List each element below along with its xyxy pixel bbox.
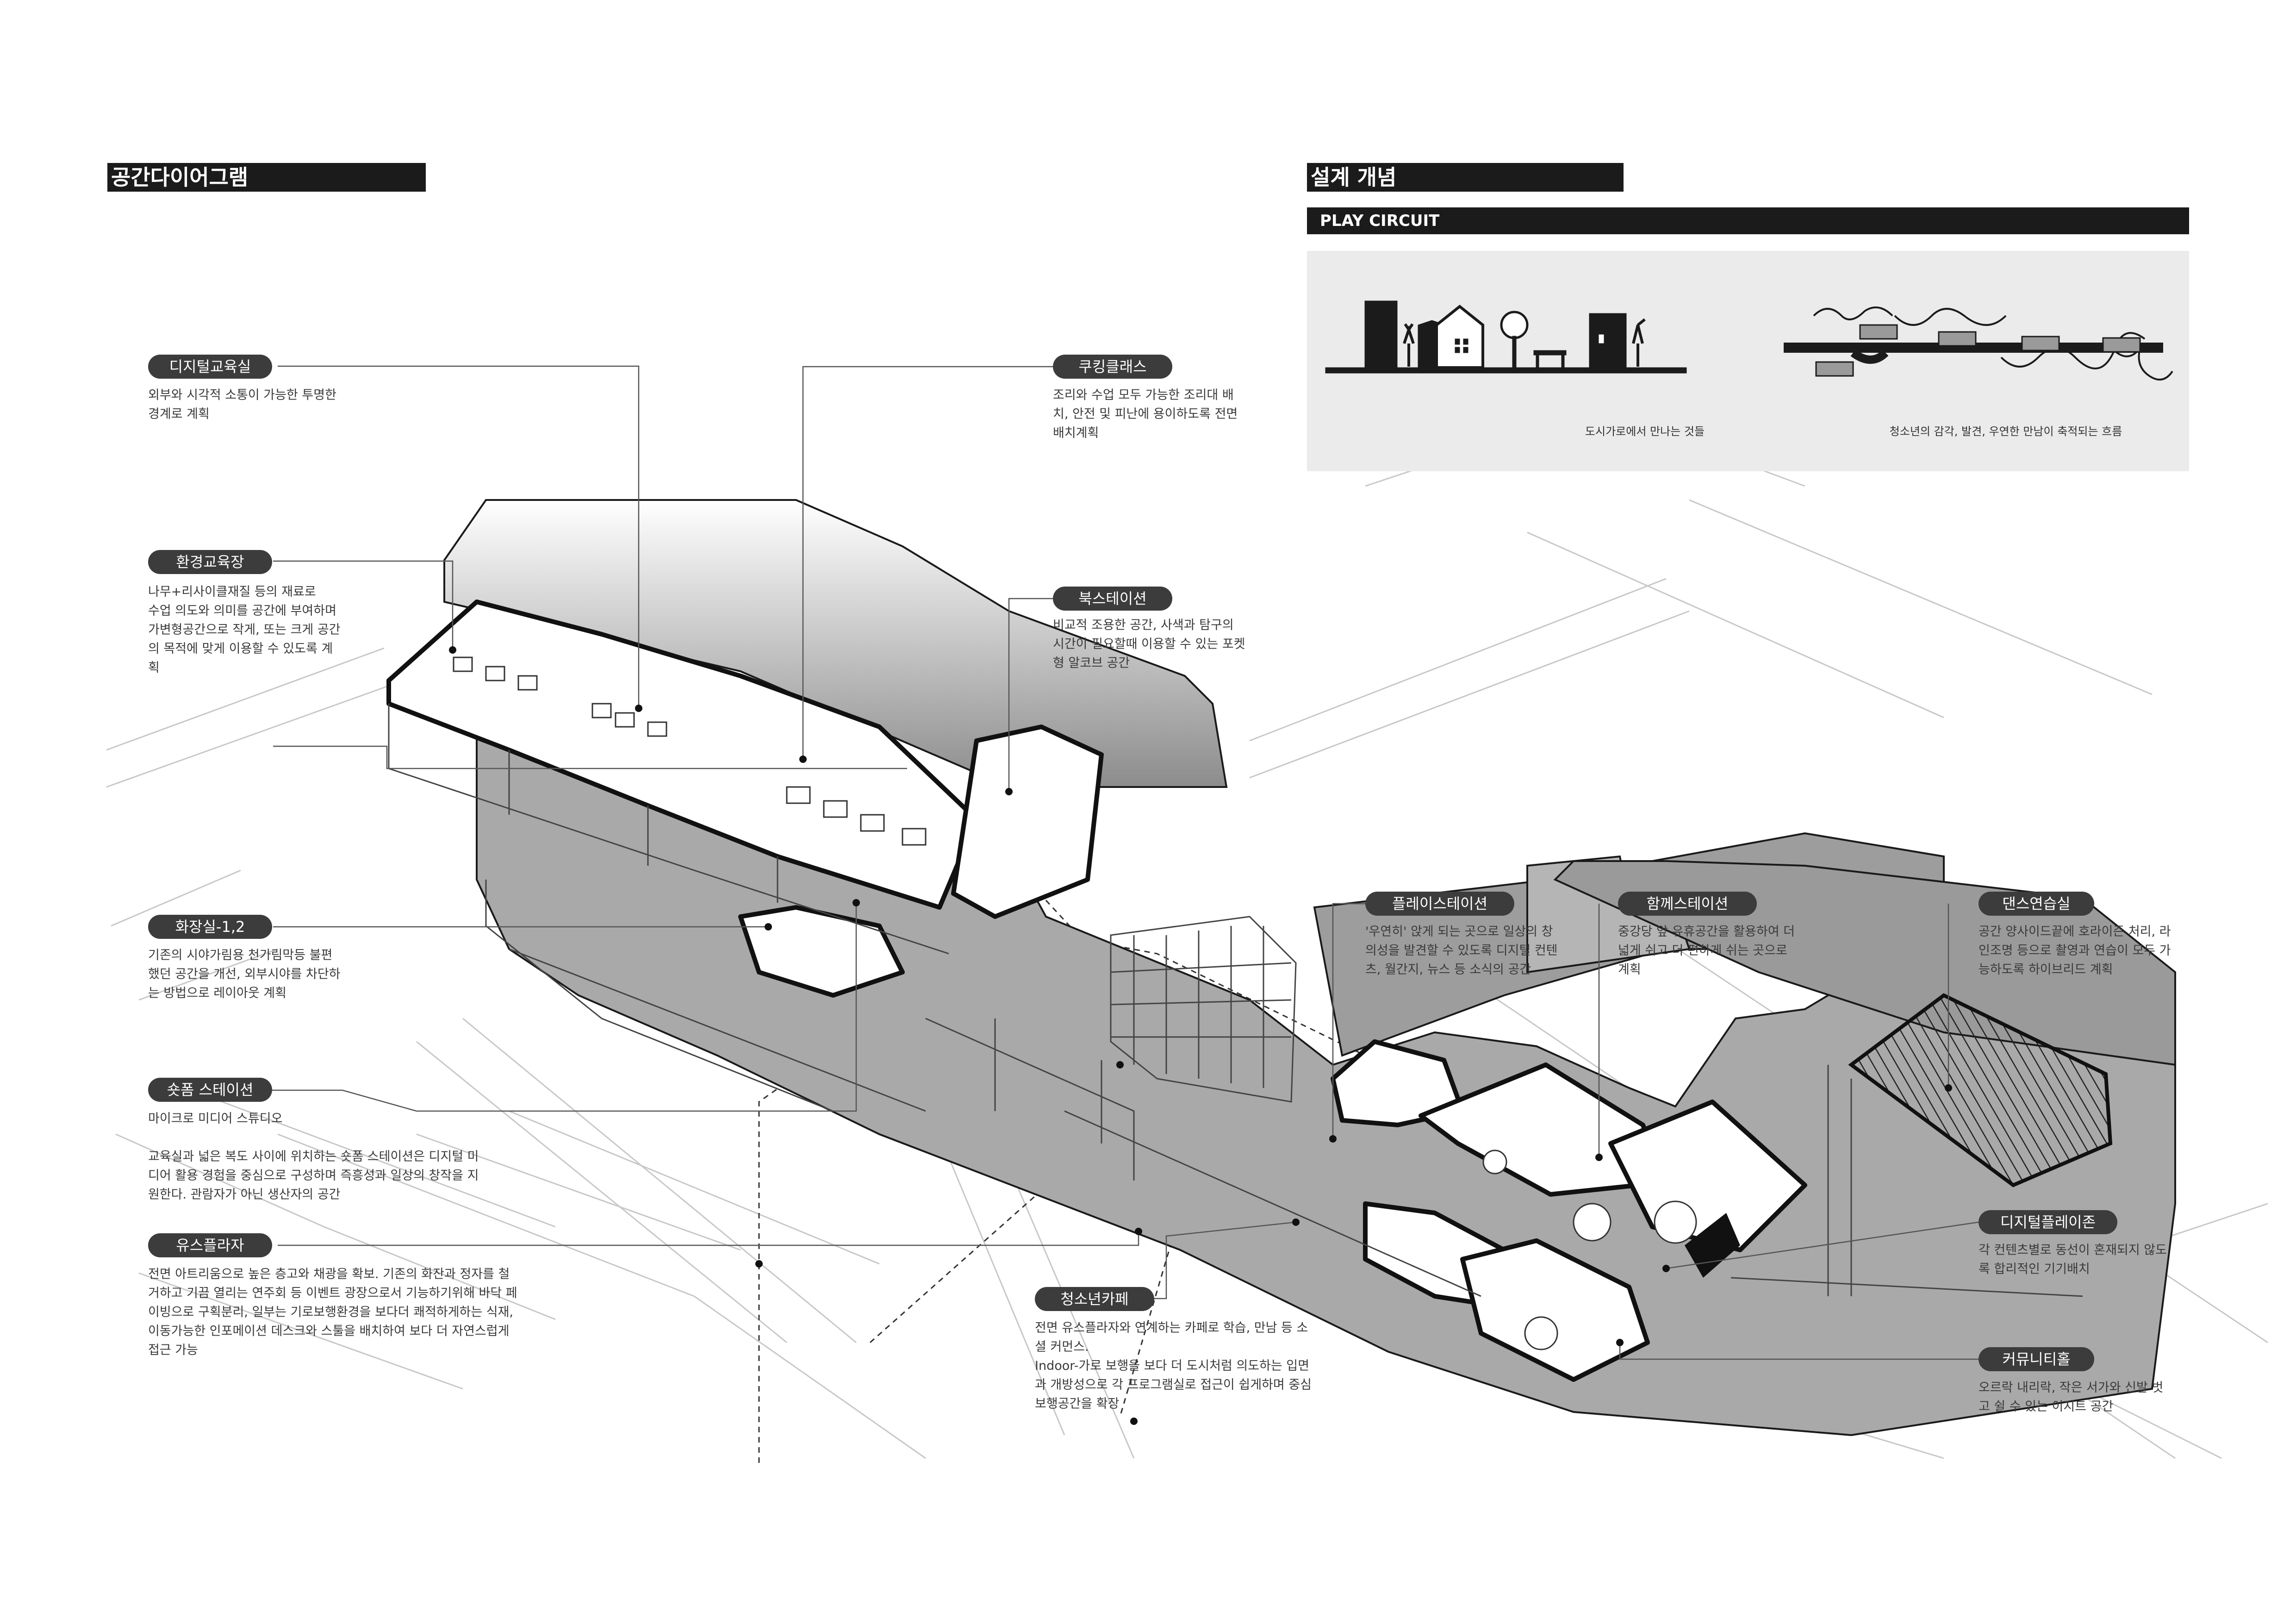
- concept-panel: 도시가로에서 만나는 것들 청소년의 감각, 발견, 우연한 만남이 축적되는 …: [1307, 251, 2189, 471]
- building-thin-lines: [388, 704, 2083, 1297]
- play-circuit-illustration: [1784, 306, 2173, 381]
- label-dance-studio-title: 댄스연습실: [1979, 892, 2094, 916]
- label-restroom-title: 화장실-1,2: [148, 915, 272, 939]
- marker-dots: [449, 646, 1952, 1425]
- label-play-station-desc: '우연히' 앉게 되는 곳으로 일상의 창 의성을 발견할 수 있도록 디지털 …: [1365, 924, 1558, 977]
- label-digital-classroom-desc: 외부와 시각적 소통이 가능한 투명한 경계로 계획: [148, 388, 336, 421]
- label-environment-classroom-desc: 나무+리사이클재질 등의 재료로 수업 의도와 의미를 공간에 부여하며 가변형…: [148, 585, 341, 675]
- label-play-station-title: 플레이스테이션: [1365, 892, 1514, 916]
- label-shortform-station-title: 숏폼 스테이션: [148, 1078, 272, 1102]
- play-circuit-header: PLAY CIRCUIT: [1307, 207, 2189, 234]
- label-youth-cafe-title: 청소년카페: [1035, 1287, 1154, 1311]
- label-community-hall-desc: 오르락 내리락, 작은 서가와 신발 벗 고 쉴 수 있는 이지트 공간: [1979, 1380, 2164, 1414]
- interior-furniture: [453, 656, 1697, 1350]
- label-youth-cafe-desc: 전면 유스플라자와 연계하는 카페로 학습, 만남 등 소 셜 커먼스. Ind…: [1035, 1321, 1312, 1411]
- label-shortform-station-desc: 마이크로 미디어 스튜디오 교육실과 넓은 복도 사이에 위치하는 숏폼 스테이…: [148, 1112, 479, 1202]
- left-section-header: 공간다이어그램: [107, 163, 426, 192]
- label-cooking-class-desc: 조리와 수업 모두 가능한 조리대 배 치, 안전 및 피난에 용이하도록 전면…: [1053, 388, 1238, 440]
- label-digital-play-zone-desc: 각 컨텐츠별로 동선이 혼재되지 않도 록 합리적인 기기배치: [1979, 1243, 2167, 1276]
- label-cooking-class-title: 쿠킹클래스: [1053, 355, 1172, 379]
- label-youth-plaza-title: 유스플라자: [148, 1233, 272, 1257]
- right-section-header: 설계 개념: [1307, 163, 1624, 192]
- label-book-station-title: 북스테이션: [1053, 587, 1172, 611]
- label-digital-classroom-title: 디지털교육실: [148, 355, 272, 379]
- concept-caption-right: 청소년의 감각, 발견, 우연한 만남이 축적되는 흐름: [1889, 425, 2122, 438]
- label-book-station-desc: 비교적 조용한 공간, 사색과 탐구의 시간이 필요할때 이용할 수 있는 포켓…: [1053, 618, 1245, 670]
- label-community-hall-title: 커뮤니티홀: [1979, 1347, 2094, 1371]
- dark-accent-block: [1685, 1213, 1740, 1278]
- label-environment-classroom-title: 환경교육장: [148, 550, 272, 574]
- dance-room-louvers: [1848, 993, 2113, 1187]
- label-together-station-desc: 중강당 앞 유휴공간을 활용하여 더 넓게 쉬고 더 편하게 쉬는 곳으로 계획: [1618, 924, 1795, 977]
- concept-caption-left: 도시가로에서 만나는 것들: [1585, 425, 1705, 438]
- label-digital-play-zone-title: 디지털플레이존: [1979, 1210, 2117, 1234]
- street-elements-illustration: [1325, 300, 1687, 374]
- leader-lines: [250, 365, 1979, 1360]
- label-restroom-desc: 기존의 시야가림용 천가림막등 불편 했던 공간을 개선, 외부시야를 차단하 …: [148, 948, 341, 1000]
- label-dance-studio-desc: 공간 양사이드끝에 호라이즌 처리, 라 인조명 등으로 촬영과 연습이 모두 …: [1979, 924, 2171, 977]
- label-youth-plaza-desc: 전면 아트리움으로 높은 층고와 채광을 확보. 기존의 화잔과 정자를 철 거…: [148, 1267, 517, 1357]
- label-together-station-title: 함께스테이션: [1618, 892, 1757, 916]
